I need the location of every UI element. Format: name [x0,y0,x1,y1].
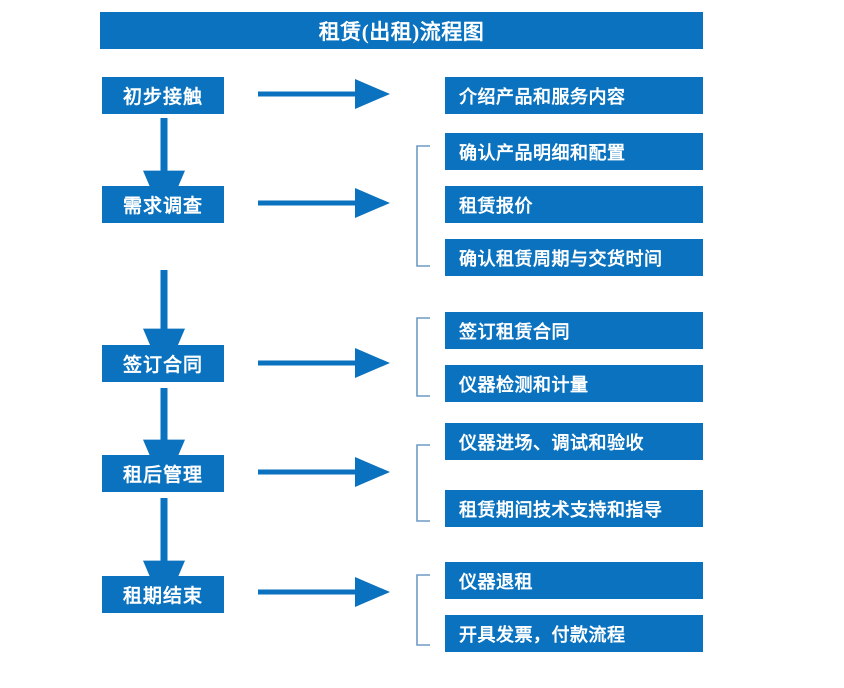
stage-box-2[interactable]: 需求调查 [102,186,224,223]
group-bracket-2 [416,317,430,397]
detail-box-7[interactable]: 仪器进场、调试和验收 [445,423,703,460]
detail-box-5[interactable]: 签订租赁合同 [445,312,703,349]
detail-box-3[interactable]: 租赁报价 [445,186,703,223]
group-bracket-1 [416,145,430,267]
detail-box-10[interactable]: 开具发票，付款流程 [445,615,703,652]
group-bracket-3 [416,444,430,522]
group-bracket-4 [416,574,430,646]
stage-box-4[interactable]: 租后管理 [102,455,224,492]
detail-box-8[interactable]: 租赁期间技术支持和指导 [445,490,703,527]
stage-box-1[interactable]: 初步接触 [102,77,224,114]
page-title: 租赁(出租)流程图 [100,12,703,49]
stage-box-3[interactable]: 签订合同 [102,345,224,382]
detail-box-1[interactable]: 介绍产品和服务内容 [445,77,703,114]
detail-box-4[interactable]: 确认租赁周期与交货时间 [445,239,703,276]
detail-box-2[interactable]: 确认产品明细和配置 [445,133,703,170]
detail-box-6[interactable]: 仪器检测和计量 [445,365,703,402]
detail-box-9[interactable]: 仪器退租 [445,562,703,599]
stage-box-5[interactable]: 租期结束 [102,576,224,613]
